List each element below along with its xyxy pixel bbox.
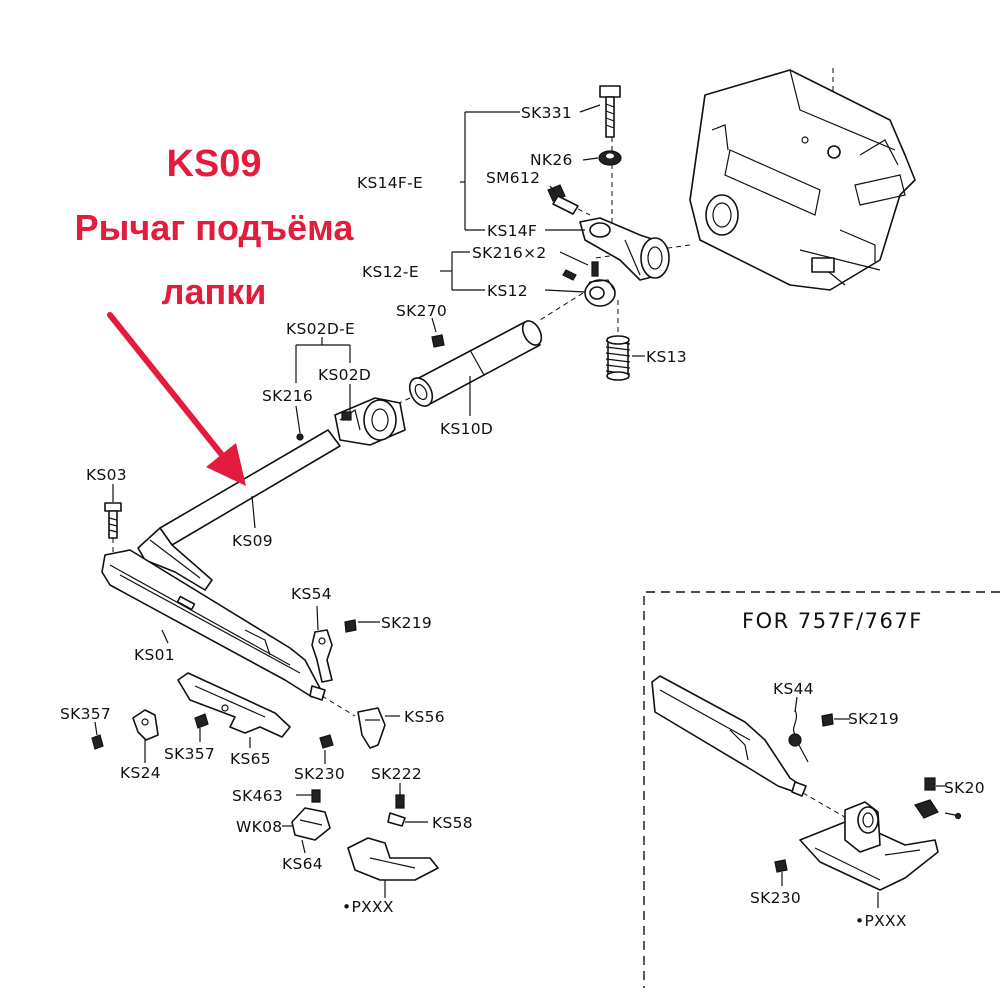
inset-screw-sk219 [821, 713, 834, 727]
collar-ks12 [584, 279, 616, 307]
spring-ks13 [605, 335, 631, 381]
inset-label-sk20: SK20 [944, 779, 985, 797]
inset-screw-sk20 [924, 777, 936, 791]
highlight-title-line1: Рычаг подъёма [75, 207, 355, 248]
link-ks54 [311, 629, 333, 683]
highlight-annotation: KS09 Рычаг подъёма лапки [75, 143, 355, 486]
part-labels: SK331 NK26 SM612 KS14F-E KS14F SK216×2 K… [60, 104, 687, 916]
screw-sk331 [599, 85, 621, 138]
label-ks64: KS64 [282, 855, 323, 873]
label-ks01: KS01 [134, 646, 175, 664]
label-sk219: SK219 [381, 614, 432, 632]
spring-ks44 [788, 709, 809, 763]
label-ks14f-e: KS14F-E [357, 174, 423, 192]
label-ks12-e: KS12-E [362, 263, 419, 281]
label-nk26: NK26 [530, 151, 573, 169]
block-ks02d [334, 397, 406, 446]
label-ks13: KS13 [646, 348, 687, 366]
part-ks58 [387, 812, 406, 827]
screw-ks03 [104, 502, 122, 539]
part-ks14f [579, 217, 670, 281]
label-ks02d: KS02D [318, 366, 371, 384]
inset-label-sk230: SK230 [750, 889, 801, 907]
label-ks56: KS56 [404, 708, 445, 726]
part-ks56 [357, 707, 386, 749]
inset-small-part [914, 799, 962, 820]
label-ks54: KS54 [291, 585, 332, 603]
label-ks24: KS24 [120, 764, 161, 782]
screw-sk230 [319, 734, 334, 749]
screw-sk357-b [194, 713, 209, 729]
highlight-title-line2: лапки [162, 271, 267, 312]
label-sk270: SK270 [396, 302, 447, 320]
highlight-code: KS09 [166, 143, 261, 185]
shaft-ks10d [408, 320, 543, 407]
label-sk216: SK216 [262, 387, 313, 405]
label-sm612: SM612 [486, 169, 540, 187]
label-sk222: SK222 [371, 765, 422, 783]
inset-757f-767f: FOR 757F/767F [643, 591, 1000, 988]
machine-head [689, 68, 916, 291]
inset-label-pxxx: •PXXX [855, 912, 907, 930]
lever-ks09 [137, 429, 341, 591]
label-sk230: SK230 [294, 765, 345, 783]
label-ks09: KS09 [232, 532, 273, 550]
nut-nk26 [598, 150, 622, 166]
screws-sk216x2 [562, 261, 599, 281]
inset-screw-sk230 [774, 859, 788, 873]
label-sk331: SK331 [521, 104, 572, 122]
bar-ks01 [101, 549, 326, 701]
screw-sk357-a [91, 734, 104, 750]
screw-sk463 [311, 789, 321, 803]
label-pxxx: •PXXX [342, 898, 394, 916]
label-ks03: KS03 [86, 466, 127, 484]
screw-sk270 [431, 334, 445, 348]
label-ks14f: KS14F [487, 222, 537, 240]
highlight-arrow [107, 312, 246, 486]
inset-label-sk219: SK219 [848, 710, 899, 728]
label-sk216x2: SK216×2 [472, 244, 547, 262]
screw-sk219 [344, 619, 357, 633]
leader-lines [94, 104, 645, 898]
label-ks10d: KS10D [440, 420, 493, 438]
inset-presser-foot [799, 801, 939, 891]
label-sk357-b: SK357 [164, 745, 215, 763]
label-ks12: KS12 [487, 282, 528, 300]
screw-sk216 [296, 433, 304, 441]
part-ks64 [291, 807, 331, 841]
plate-ks65 [177, 672, 291, 738]
presser-foot-pxxx [347, 837, 439, 881]
label-ks65: KS65 [230, 750, 271, 768]
label-ks58: KS58 [432, 814, 473, 832]
inset-title: FOR 757F/767F [742, 609, 923, 633]
inset-label-ks44: KS44 [773, 680, 814, 698]
label-wk08: WK08 [236, 818, 282, 836]
screw-sk222 [395, 794, 405, 809]
washer-ks24 [132, 709, 159, 741]
label-sk463: SK463 [232, 787, 283, 805]
label-sk357-a: SK357 [60, 705, 111, 723]
label-ks02d-e: KS02D-E [286, 320, 355, 338]
